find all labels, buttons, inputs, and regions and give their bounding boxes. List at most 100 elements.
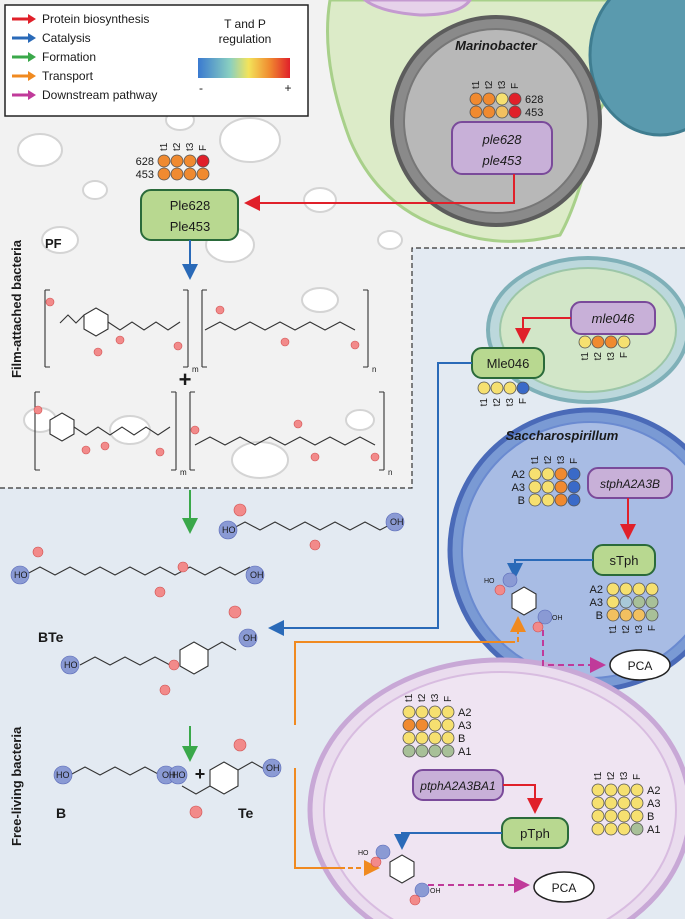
subscript-n-1: n [372,365,376,374]
heat-col-label-ptph-protein-1: t2 [606,771,617,780]
heat-cell-stph-protein-1-3 [645,595,659,609]
label-plus-bottom: + [195,764,206,784]
heat-row-label-stph-gene-2: B [518,495,525,507]
heat-row-label-marino-0: 628 [525,94,543,106]
heat-col-label-stph-protein-1: t2 [621,625,632,634]
gene-ptph: ptphA2A3BA1 [419,779,495,793]
arrow-mag-1 [542,630,606,673]
arrow-orange-dash-up [510,616,526,643]
heat-row-label-ptph-protein-0: A2 [647,785,660,797]
heat-col-label-ptph-gene-1: t2 [417,693,428,702]
heat-cell-stph-gene-2-2 [554,493,568,507]
polymer-pf-1 [44,289,369,368]
heat-cell-ple-0-1 [170,154,184,168]
heat-cell-ptph-protein-2-0 [591,809,605,823]
heat-col-label-ptph-protein-0: t1 [593,771,604,780]
legend-label-1: Catalysis [42,31,91,45]
oh-label-9: HO [172,770,186,780]
heat-cell-ptph-gene-2-2 [428,731,442,745]
heat-cell-ptph-gene-0-3 [441,705,455,719]
legend: Protein biosynthesisCatalysisFormationTr… [4,4,309,117]
molecule-long-ester [24,566,251,576]
legend-label-3: Transport [42,69,94,83]
oh-label-1: HO [222,525,236,535]
heat-cell-ptph-gene-1-1 [415,718,429,732]
heat-cell-ple-1-3 [196,167,210,181]
arrow-blue-ptph [394,832,502,850]
section-free-living: Free-living bacteria [9,726,24,846]
legend-scale-min: - [199,81,203,95]
heat-cell-stph-protein-2-0 [606,608,620,622]
heat-cell-marino-1-3 [508,105,522,119]
oh-label-3: HO [14,570,28,580]
heat-cell-ptph-protein-0-0 [591,783,605,797]
heat-col-label-ple-2: t3 [185,142,196,151]
heat-col-label-marino-1: t2 [484,80,495,89]
legend-scale-title-1: T and P [224,17,266,31]
oh-label-2: OH [390,517,404,527]
heat-col-label-ptph-gene-0: t1 [404,693,415,702]
heat-row-label-marino-1: 453 [525,107,543,119]
arrow-red-marino [244,174,515,211]
heat-cell-ptph-protein-2-2 [617,809,631,823]
heat-cell-ptph-gene-1-3 [441,718,455,732]
heat-cell-stph-gene-0-3 [567,467,581,481]
heat-row-label-ptph-gene-0: A2 [458,707,471,719]
heat-cell-ptph-protein-3-1 [604,822,618,836]
heat-cell-ptph-protein-0-1 [604,783,618,797]
legend-label-0: Protein biosynthesis [42,12,149,26]
heat-col-label-mle046-gene-2: t3 [606,352,617,361]
heat-cell-marino-0-0 [469,92,483,106]
label-te: Te [238,805,254,821]
protein-mle046: Mle046 [487,356,530,371]
gene-ple453: ple453 [481,153,522,168]
heat-cell-ptph-protein-1-2 [617,796,631,810]
heat-cell-stph-protein-0-1 [619,582,633,596]
pca-node-2: PCA [533,871,595,903]
arrow-orange-down [294,768,340,869]
heat-cell-mle046-protein-0-0 [477,381,491,395]
heat-cell-ptph-gene-2-0 [402,731,416,745]
gene-stph: stphA2A3B [600,477,660,491]
gene-box-stph: stphA2A3B [587,467,673,499]
oh-label-11: HO [484,578,495,585]
legend-arrowhead-4 [28,90,36,100]
heat-cell-stph-gene-1-3 [567,480,581,494]
molecule-te-ptph [389,854,415,884]
saccharospirillum-label: Saccharospirillum [506,428,619,443]
heat-cell-marino-1-0 [469,105,483,119]
heat-row-label-ptph-gene-3: A1 [458,746,471,758]
section-film-attached: Film-attached bacteria [9,239,24,378]
heat-col-label-stph-protein-2: t3 [634,625,645,634]
heat-cell-stph-protein-0-2 [632,582,646,596]
oh-label-7: HO [56,770,70,780]
heat-col-label-mle046-protein-3: F [518,398,529,404]
protein-box-ptph: pTph [501,817,569,849]
heat-col-label-mle046-gene-0: t1 [580,352,591,361]
heat-cell-stph-gene-2-1 [541,493,555,507]
purple-cell-top [362,0,472,17]
heat-row-label-ple-0: 628 [136,156,154,168]
oh-label-5: HO [64,660,78,670]
heat-row-label-ptph-protein-2: B [647,811,654,823]
heat-cell-ptph-gene-0-0 [402,705,416,719]
heat-cell-mle046-gene-0-1 [591,335,605,349]
heat-row-label-ptph-protein-1: A3 [647,798,660,810]
gene-box-mle046: mle046 [570,301,656,335]
heat-cell-ptph-protein-3-2 [617,822,631,836]
pca-node-1: PCA [609,649,671,681]
heat-cell-stph-gene-1-2 [554,480,568,494]
heat-cell-stph-gene-0-1 [541,467,555,481]
arrow-blue-stph [507,559,593,579]
heat-cell-mle046-protein-0-3 [516,381,530,395]
marinobacter-label: Marinobacter [455,38,538,53]
protein-ple453: Ple453 [170,219,210,234]
